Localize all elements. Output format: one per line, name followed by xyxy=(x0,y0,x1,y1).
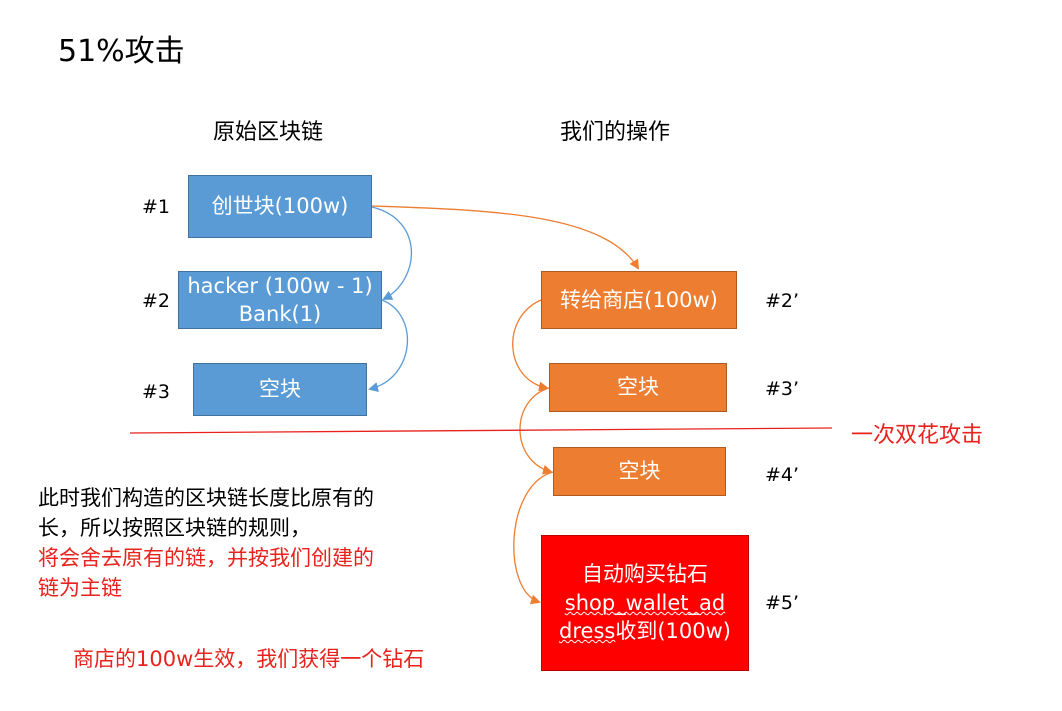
arrow-our2-to-our3 xyxy=(512,299,549,392)
arrow-genesis-to-our-block2 xyxy=(371,205,640,270)
note-line-4: 链为主链 xyxy=(38,576,122,601)
original-block-2-label: #2 xyxy=(142,290,171,312)
genesis-block: 创世块(100w) xyxy=(188,175,372,238)
note-line-3: 将会舍去原有的链，并按我们创建的 xyxy=(38,546,374,571)
our-block-2-text: 转给商店(100w) xyxy=(560,287,718,312)
note-line-1: 此时我们构造的区块链长度比原有的 xyxy=(38,486,374,510)
our-block-5-address: shop_wallet_ad xyxy=(559,589,731,617)
our-chain-heading: 我们的操作 xyxy=(560,120,671,145)
our-block-4-label: #4’ xyxy=(765,464,800,486)
arrow-our4-to-our5 xyxy=(513,471,554,605)
our-block-3: 空块 xyxy=(549,363,727,412)
our-block-5-line1: 自动购买钻石 xyxy=(582,562,708,587)
our-block-2-label: #2’ xyxy=(765,290,800,312)
our-block-5-received: 收到(100w) xyxy=(615,619,731,644)
result-note: 商店的100w生效，我们获得一个钻石 xyxy=(73,647,425,671)
original-block-2-line1: hacker (100w - 1) xyxy=(187,273,373,298)
double-spend-label: 一次双花攻击 xyxy=(851,423,984,448)
genesis-block-text: 创世块(100w) xyxy=(211,194,349,219)
original-block-2: hacker (100w - 1) Bank(1) xyxy=(178,271,382,329)
our-block-4-text: 空块 xyxy=(618,459,661,484)
original-chain-heading: 原始区块链 xyxy=(213,120,324,145)
page-title: 51%攻击 xyxy=(58,34,185,69)
arrow-block2-to-block3 xyxy=(368,299,409,392)
original-block-3: 空块 xyxy=(193,363,367,416)
our-block-4: 空块 xyxy=(553,447,726,496)
original-block-3-label: #3 xyxy=(142,381,171,403)
note-line-2: 长，所以按照区块链的规则， xyxy=(38,516,311,541)
our-block-2: 转给商店(100w) xyxy=(541,271,737,329)
our-block-5-line3: dress收到(100w) xyxy=(559,617,731,645)
original-block-1-label: #1 xyxy=(142,196,171,218)
original-block-3-text: 空块 xyxy=(259,377,301,402)
arrow-block1-to-block2 xyxy=(371,206,413,300)
shop-wallet-address-part1: shop_wallet_ad xyxy=(564,590,726,615)
our-block-3-label: #3’ xyxy=(765,378,800,400)
our-block-5: 自动购买钻石 shop_wallet_ad dress收到(100w) xyxy=(541,535,749,671)
our-block-3-text: 空块 xyxy=(617,375,659,400)
double-spend-divider xyxy=(129,427,833,434)
original-block-2-line2: Bank(1) xyxy=(238,302,322,326)
explanation-note: 此时我们构造的区块链长度比原有的 长，所以按照区块链的规则， 将会舍去原有的链，… xyxy=(38,483,374,603)
our-block-5-label: #5’ xyxy=(765,592,800,614)
shop-wallet-address-part2: dress xyxy=(559,619,616,644)
